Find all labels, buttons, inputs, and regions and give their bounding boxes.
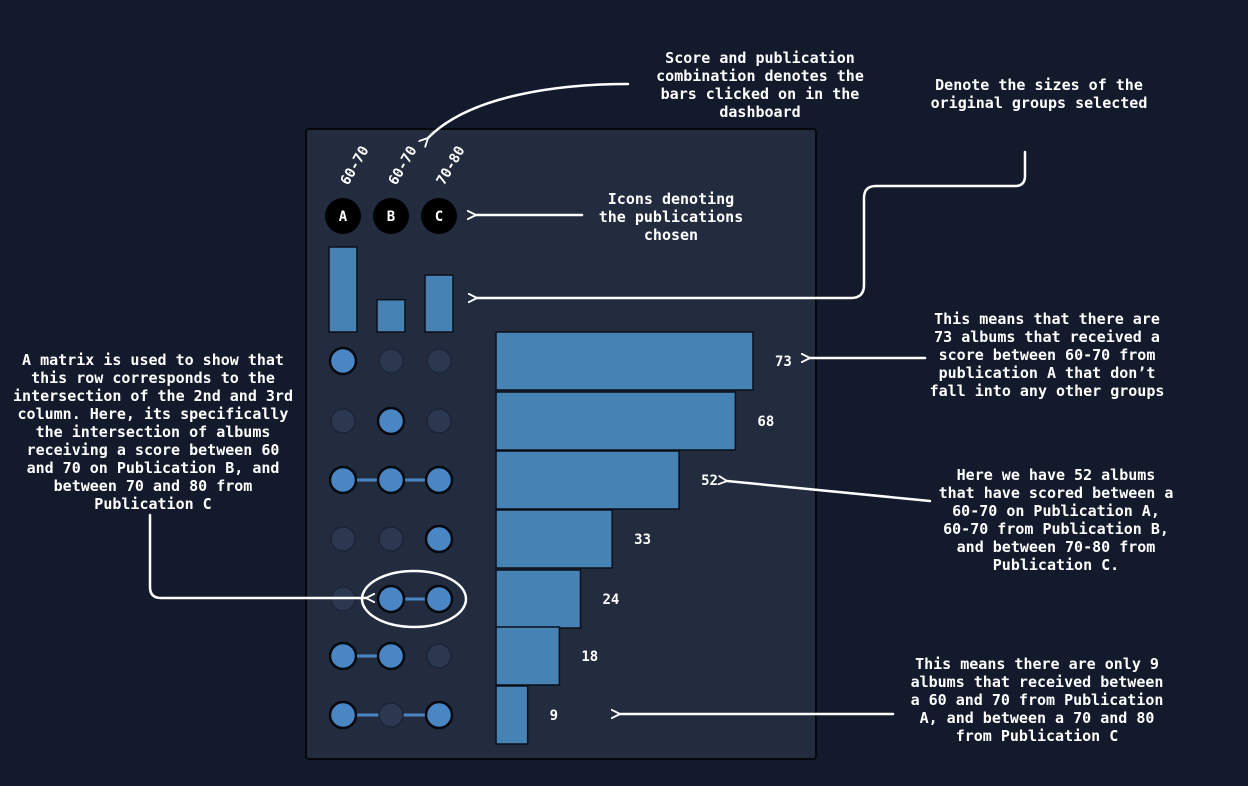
annotation-bars-clicked: Score and publication combination denote… (656, 49, 864, 121)
annotation-matrix: A matrix is used to show that this row c… (13, 351, 293, 513)
annotation-group-sizes: Denote the sizes of the original groups … (930, 76, 1148, 112)
annotation-icons: Icons denoting the publications chosen (598, 190, 744, 244)
annotation-row-52: Here we have 52 albums that have scored … (938, 466, 1174, 574)
annotation-row-9: This means there are only 9 albums that … (910, 655, 1164, 745)
annotation-row-73: This means that there are 73 albums that… (929, 310, 1165, 400)
